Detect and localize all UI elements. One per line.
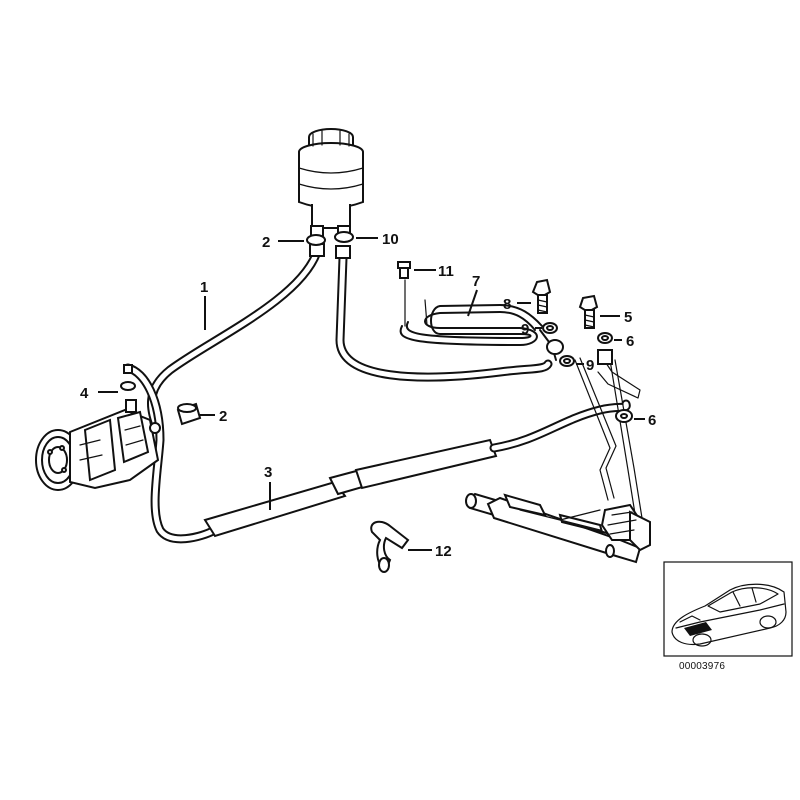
callout-3: 3 (264, 464, 272, 481)
seal-ring-6-lower[interactable] (615, 409, 633, 423)
callout-12: 12 (435, 543, 452, 560)
pump-fitting-4[interactable] (120, 364, 136, 391)
callout-2-upper: 2 (262, 234, 270, 251)
banjo-bolt-8[interactable] (531, 278, 552, 314)
hose-return-reservoir[interactable] (335, 245, 553, 382)
steering-rack[interactable] (465, 492, 651, 564)
pressure-line-to-rack[interactable] (574, 357, 643, 521)
seal-ring-9-upper[interactable] (542, 322, 558, 334)
vehicle-location-inset (663, 561, 793, 657)
callout-9-lower: 9 (586, 357, 594, 374)
callout-5: 5 (624, 309, 632, 326)
callout-leaders (98, 237, 645, 551)
banjo-bolt-5[interactable] (578, 294, 599, 329)
callout-4: 4 (80, 385, 89, 402)
callout-2-lower: 2 (219, 408, 227, 425)
hose-clamp-2-upper[interactable] (306, 234, 326, 246)
hose-clamp-2-lower[interactable] (176, 402, 202, 426)
callout-labels: 1 2 10 11 7 8 5 9 6 9 6 2 4 3 12 (80, 231, 656, 560)
power-steering-pump[interactable] (35, 399, 161, 491)
hose-clip-12[interactable] (370, 520, 410, 573)
fluid-reservoir[interactable] (298, 128, 364, 239)
hose-1-pump-supply[interactable] (146, 243, 325, 435)
callout-10: 10 (382, 231, 399, 248)
hose-clamp-10[interactable] (334, 231, 354, 243)
callout-7: 7 (472, 273, 480, 290)
diagram-number: 00003976 (679, 661, 726, 672)
callout-1: 1 (200, 279, 208, 296)
callout-6-lower: 6 (648, 412, 656, 429)
hose-3-pressure-line[interactable] (123, 363, 631, 544)
callout-6-upper: 6 (626, 333, 634, 350)
callout-9-upper: 9 (521, 321, 529, 338)
banjo-fitting[interactable] (546, 339, 613, 365)
callout-8: 8 (503, 296, 511, 313)
callout-11: 11 (438, 263, 454, 280)
bolt-11[interactable] (397, 261, 411, 279)
seal-ring-6-upper[interactable] (597, 332, 613, 344)
seal-ring-9-lower[interactable] (559, 355, 575, 367)
